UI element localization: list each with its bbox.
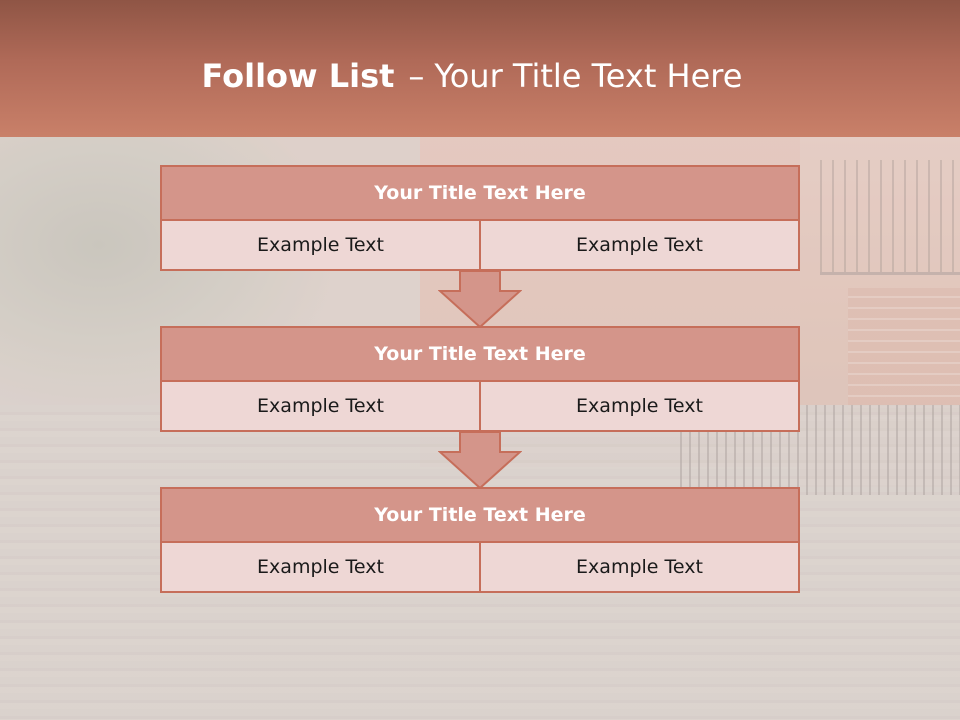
block-cell-left: Example Text (160, 221, 481, 271)
title-bold-part: Follow List (201, 57, 395, 95)
list-block-3: Your Title Text Here Example Text Exampl… (160, 487, 800, 593)
background-balcony (820, 160, 960, 275)
list-block-2: Your Title Text Here Example Text Exampl… (160, 326, 800, 432)
block-title: Your Title Text Here (160, 326, 800, 382)
block-cell-right: Example Text (479, 543, 800, 593)
block-cell-left: Example Text (160, 382, 481, 432)
block-cell-right: Example Text (479, 221, 800, 271)
block-title: Your Title Text Here (160, 487, 800, 543)
down-arrow-icon (438, 432, 522, 490)
block-title: Your Title Text Here (160, 165, 800, 221)
block-row: Example Text Example Text (160, 543, 800, 593)
background-brick-wall (848, 288, 960, 428)
down-arrow-icon (438, 271, 522, 329)
block-cell-left: Example Text (160, 543, 481, 593)
block-row: Example Text Example Text (160, 221, 800, 271)
block-cell-right: Example Text (479, 382, 800, 432)
block-row: Example Text Example Text (160, 382, 800, 432)
slide-title: Follow List–Your Title Text Here (0, 56, 944, 96)
title-separator: – (408, 57, 425, 95)
list-block-1: Your Title Text Here Example Text Exampl… (160, 165, 800, 271)
title-banner: Follow List–Your Title Text Here (0, 0, 960, 137)
title-text: Your Title Text Here (434, 57, 743, 95)
